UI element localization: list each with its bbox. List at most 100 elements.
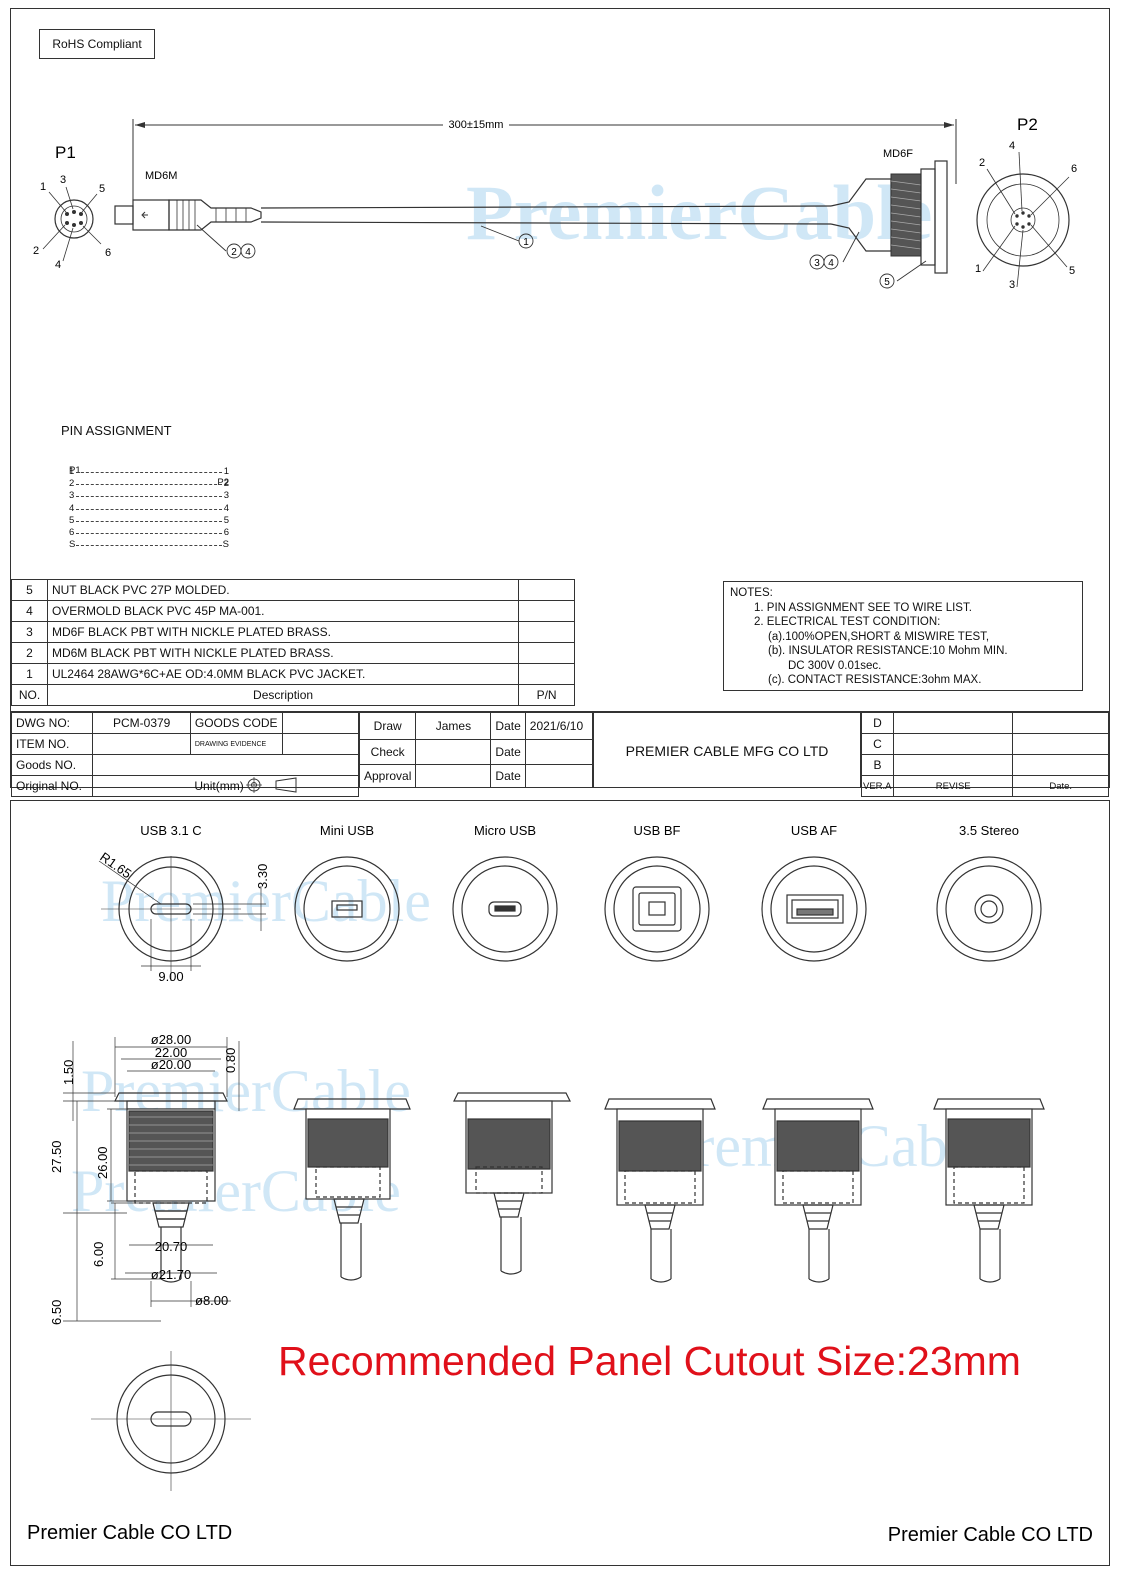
item-no-label: ITEM NO. bbox=[10, 733, 94, 755]
note-line: (c). CONTACT RESISTANCE:3ohm MAX. bbox=[768, 674, 982, 686]
dim-2750: 27.50 bbox=[49, 1140, 64, 1173]
bom-item-pn bbox=[518, 600, 575, 622]
type-label-usb-bf: USB BF bbox=[634, 823, 681, 838]
dim-w2200: 22.00 bbox=[155, 1045, 188, 1060]
pin-assignment-title: PIN ASSIGNMENT bbox=[61, 423, 172, 438]
note-line: (a).100%OPEN,SHORT & MISWIRE TEST, bbox=[768, 630, 990, 643]
dim-d800: ø8.00 bbox=[195, 1293, 228, 1308]
p2-connector-face bbox=[976, 173, 1070, 267]
pin-row-connector bbox=[76, 484, 222, 486]
drawing-evidence-label: DRAWING EVIDENCE bbox=[189, 733, 283, 755]
pin-row-p1: 3 bbox=[69, 490, 75, 502]
side-view-usb-af bbox=[762, 1098, 874, 1283]
watermark-text: PremierCable bbox=[101, 868, 431, 934]
bom-item-pn bbox=[518, 579, 575, 601]
dim-2070: 20.70 bbox=[155, 1239, 188, 1254]
bom-item-description: UL2464 28AWG*6C+AE OD:4.0MM BLACK PVC JA… bbox=[46, 663, 520, 685]
dwg-no-label: DWG NO: bbox=[10, 712, 94, 734]
p1-label: P1 bbox=[55, 143, 76, 162]
pin-row-p2: 3 bbox=[223, 490, 229, 502]
p2-label: P2 bbox=[1017, 115, 1038, 134]
type-label-mini-usb: Mini USB bbox=[320, 823, 374, 838]
p2-connector-type: MD6F bbox=[883, 148, 913, 160]
bom-header-pn: P/N bbox=[518, 684, 575, 706]
dim-600: 6.00 bbox=[91, 1242, 106, 1267]
pin-row-connector bbox=[76, 520, 222, 522]
title-block: DWG NO: PCM-0379 GOODS CODE ITEM NO. DRA… bbox=[10, 711, 1109, 797]
rohs-badge: RoHS Compliant bbox=[39, 29, 155, 59]
date-label: Date bbox=[490, 764, 526, 788]
projection-symbol-icon bbox=[246, 777, 297, 793]
date-label: Date bbox=[490, 739, 526, 765]
p2-pin-label: 3 bbox=[1009, 279, 1015, 291]
pin-row-p2: 5 bbox=[223, 514, 229, 526]
dim-d2170: ø21.70 bbox=[151, 1267, 191, 1282]
dim-d2000: ø20.00 bbox=[151, 1057, 191, 1072]
p1-connector-face bbox=[54, 199, 94, 239]
rev-letter: D bbox=[861, 712, 894, 734]
pin-row-p2: 1 bbox=[223, 466, 229, 477]
pin-row-p1: 4 bbox=[69, 502, 75, 514]
length-dimension: 300±15mm bbox=[449, 119, 504, 131]
dim-width-900: 9.00 bbox=[158, 969, 183, 984]
watermark-text: PremierCable bbox=[466, 169, 932, 256]
original-no-label: Original NO. bbox=[10, 775, 94, 797]
type-label-35-stereo: 3.5 Stereo bbox=[959, 823, 1019, 838]
revise-label: REVISE bbox=[892, 775, 1014, 797]
bom-item-description: MD6M BLACK PBT WITH NICKLE PLATED BRASS. bbox=[46, 642, 520, 664]
pin-row-p2: 2 bbox=[223, 478, 229, 490]
bom-header-description: Description bbox=[46, 684, 520, 706]
note-line: DC 300V 0.01sec. bbox=[788, 659, 882, 672]
front-view-usb31c bbox=[101, 856, 241, 981]
balloon-2: 2 bbox=[231, 247, 237, 258]
goods-code-label: GOODS CODE bbox=[189, 712, 283, 734]
drawing-sheet-top: RoHS Compliant PremierCable 300±15mm P1 … bbox=[10, 8, 1110, 797]
pin-row-connector bbox=[76, 545, 222, 547]
p2-pin-label: 6 bbox=[1071, 163, 1077, 175]
front-view-35-stereo bbox=[936, 856, 1042, 962]
footer-company-right: Premier Cable CO LTD bbox=[888, 1524, 1093, 1546]
version-label: VER.A bbox=[861, 775, 894, 797]
balloon-3: 3 bbox=[814, 258, 820, 269]
dim-650: 6.50 bbox=[49, 1300, 64, 1325]
bom-item-no: 3 bbox=[11, 621, 48, 643]
panel-connector-drawings: PremierCable PremierCable PremierCable P… bbox=[27, 823, 1093, 1546]
p2-pin-label: 1 bbox=[975, 263, 981, 275]
type-label-micro-usb: Micro USB bbox=[474, 823, 536, 838]
side-view-mini-usb bbox=[293, 1098, 411, 1281]
bom-item-pn bbox=[518, 621, 575, 643]
notes-box: NOTES: 1. PIN ASSIGNMENT SEE TO WIRE LIS… bbox=[723, 581, 1083, 691]
company-name: PREMIER CABLE MFG CO LTD bbox=[593, 712, 861, 788]
revision-date-label: Date. bbox=[1012, 775, 1109, 797]
front-view-mini-usb bbox=[294, 856, 400, 962]
dim-d2800: ø28.00 bbox=[151, 1032, 191, 1047]
bom-item-no: 5 bbox=[11, 579, 48, 601]
front-view-usb-af bbox=[761, 856, 867, 962]
bom-item-no: 4 bbox=[11, 600, 48, 622]
p2-pin-label: 4 bbox=[1009, 140, 1015, 152]
p1-pin-label: 4 bbox=[55, 259, 61, 271]
footer-company-left: Premier Cable CO LTD bbox=[27, 1522, 232, 1544]
p2-pin-label: 2 bbox=[979, 157, 985, 169]
pin-row-connector bbox=[76, 496, 222, 498]
pin-row-p2: 4 bbox=[223, 502, 229, 514]
bom-item-pn bbox=[518, 642, 575, 664]
rev-letter: B bbox=[861, 754, 894, 776]
side-view-35-stereo bbox=[933, 1098, 1045, 1283]
bom-item-description: NUT BLACK PVC 27P MOLDED. bbox=[46, 579, 520, 601]
dim-080: 0.80 bbox=[223, 1048, 238, 1073]
rev-letter: C bbox=[861, 733, 894, 755]
bom-item-description: MD6F BLACK PBT WITH NICKLE PLATED BRASS. bbox=[46, 621, 520, 643]
pin-row-p1: 1 bbox=[69, 466, 75, 477]
p1-connector-type: MD6M bbox=[145, 170, 177, 182]
dwg-no-value: PCM-0379 bbox=[92, 712, 191, 734]
pin-row-p2: S bbox=[222, 539, 229, 551]
